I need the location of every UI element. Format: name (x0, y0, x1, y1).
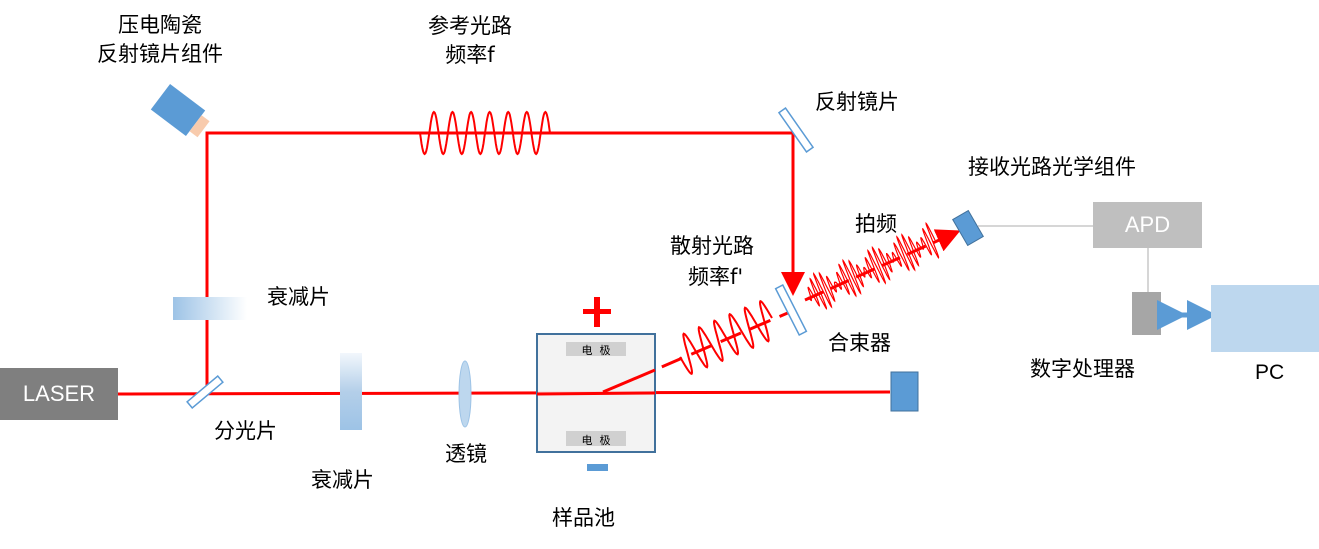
scatter-label-2: 频率f' (688, 265, 744, 289)
combiner-label: 合束器 (828, 331, 891, 355)
electrode-bottom-label: 电 极 (581, 434, 611, 447)
lens (458, 360, 472, 428)
receiver-optics (952, 209, 984, 247)
apd-label: APD (1124, 212, 1171, 237)
beat-label: 拍频 (855, 212, 897, 236)
beat-beam (804, 229, 961, 302)
splitter-label: 分光片 (214, 419, 277, 443)
scatter-wave (679, 299, 773, 376)
pc-label: PC (1255, 361, 1285, 384)
apd-box (1093, 202, 1202, 248)
sample-cell-label: 样品池 (552, 506, 615, 530)
attenuator-horizontal (173, 297, 247, 320)
pc-box (1211, 285, 1319, 352)
laser-label: LASER (22, 381, 96, 406)
minus-sign (587, 464, 608, 471)
lens-label: 透镜 (445, 442, 487, 466)
piezo-label-2: 反射镜片组件 (97, 42, 223, 66)
beam-splitter (186, 375, 224, 409)
mirror-label: 反射镜片 (815, 90, 899, 114)
receiver-label: 接收光路光学组件 (968, 155, 1136, 179)
reference-wave (419, 110, 551, 156)
plus-sign (583, 297, 611, 327)
scatter-label-1: 散射光路 (670, 234, 754, 258)
reference-beam (205, 131, 805, 393)
electrode-bottom (566, 431, 626, 446)
dsp-label: 数字处理器 (1030, 357, 1135, 381)
attenuator-top-label: 衰减片 (267, 285, 330, 309)
laser-source (0, 368, 118, 420)
attenuator-bottom-label: 衰减片 (311, 468, 374, 492)
main-beam (117, 390, 891, 396)
attenuator-vertical (340, 353, 362, 430)
electrode-top-label: 电 极 (581, 344, 611, 357)
beam-dump (890, 371, 919, 412)
piezo-mirror-assembly (150, 83, 210, 138)
beam-combiner (774, 284, 808, 336)
digital-processor (1132, 292, 1161, 335)
ref-label-2: 频率f (445, 43, 495, 67)
ref-label-1: 参考光路 (428, 14, 512, 38)
electrode-top (566, 342, 626, 356)
top-right-mirror (777, 107, 815, 153)
beat-wave (807, 221, 940, 310)
piezo-label-1: 压电陶瓷 (118, 13, 202, 37)
